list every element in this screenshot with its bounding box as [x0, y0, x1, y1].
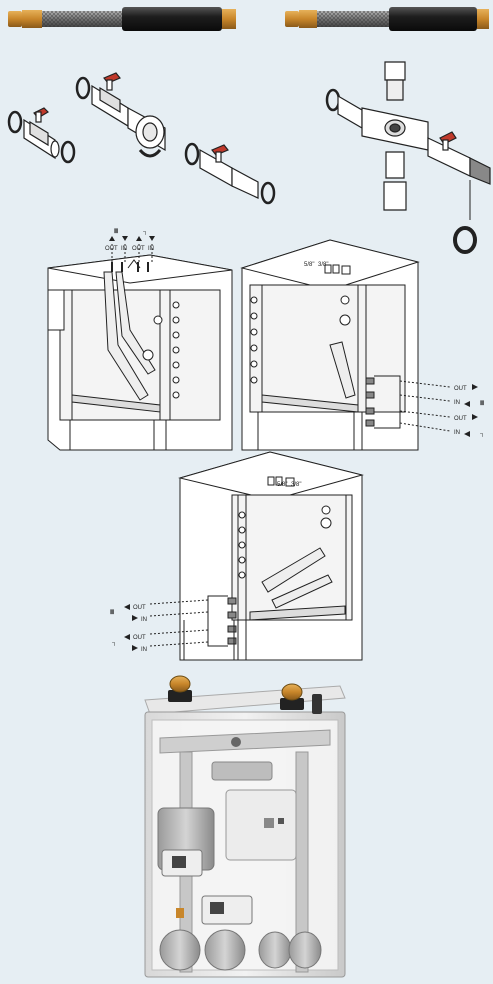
left-in-dhw-label: IN — [141, 647, 147, 653]
dhw-symbol-top: ┐ — [143, 229, 147, 235]
top-port-labels: Ⅲ ┐ OUT IN OUT IN — [105, 228, 155, 262]
top-out-heating-label: OUT — [105, 246, 118, 252]
hydraulic-module-render — [144, 675, 346, 978]
left-out-heating-label: OUT — [133, 605, 146, 611]
dhw-symbol-right: ┐ — [480, 431, 484, 437]
unit3-port-labels: 5/8" 3/8" OUT IN Ⅲ OUT IN ┐ — [110, 482, 301, 653]
size-label-b-mid: 3/8" — [291, 482, 301, 488]
top-out-dhw-label: OUT — [132, 246, 145, 252]
heating-symbol-right: Ⅲ — [480, 400, 484, 407]
unit-side-connection-view — [240, 239, 420, 451]
unit-left-connection-view — [178, 451, 364, 661]
flex-hose-left — [8, 7, 236, 31]
cross-fitting-assembly — [325, 61, 491, 254]
ball-valve-set-left — [7, 107, 76, 164]
top-in-dhw-label: IN — [148, 246, 154, 252]
size-label-a-mid: 5/8" — [277, 482, 287, 488]
size-label-a: 5/8" — [304, 262, 314, 268]
heating-symbol-top: Ⅲ — [114, 228, 118, 235]
heating-symbol-left: Ⅲ — [110, 609, 114, 616]
unit-rear-connection-view — [47, 254, 233, 451]
unit2-port-labels: 5/8" 3/8" OUT IN Ⅲ OUT IN ┐ — [304, 262, 484, 437]
dhw-symbol-left: ┐ — [112, 640, 116, 646]
left-out-dhw-label: OUT — [133, 635, 146, 641]
right-out-dhw-label: OUT — [454, 416, 467, 422]
left-in-heating-label: IN — [141, 617, 147, 623]
right-in-heating-label: IN — [454, 400, 460, 406]
top-in-heating-label: IN — [121, 246, 127, 252]
flex-hose-right — [285, 7, 489, 31]
right-in-dhw-label: IN — [454, 430, 460, 436]
size-label-b: 3/8" — [318, 262, 328, 268]
right-out-heating-label: OUT — [454, 386, 467, 392]
ball-valve-set-middle — [75, 72, 276, 205]
